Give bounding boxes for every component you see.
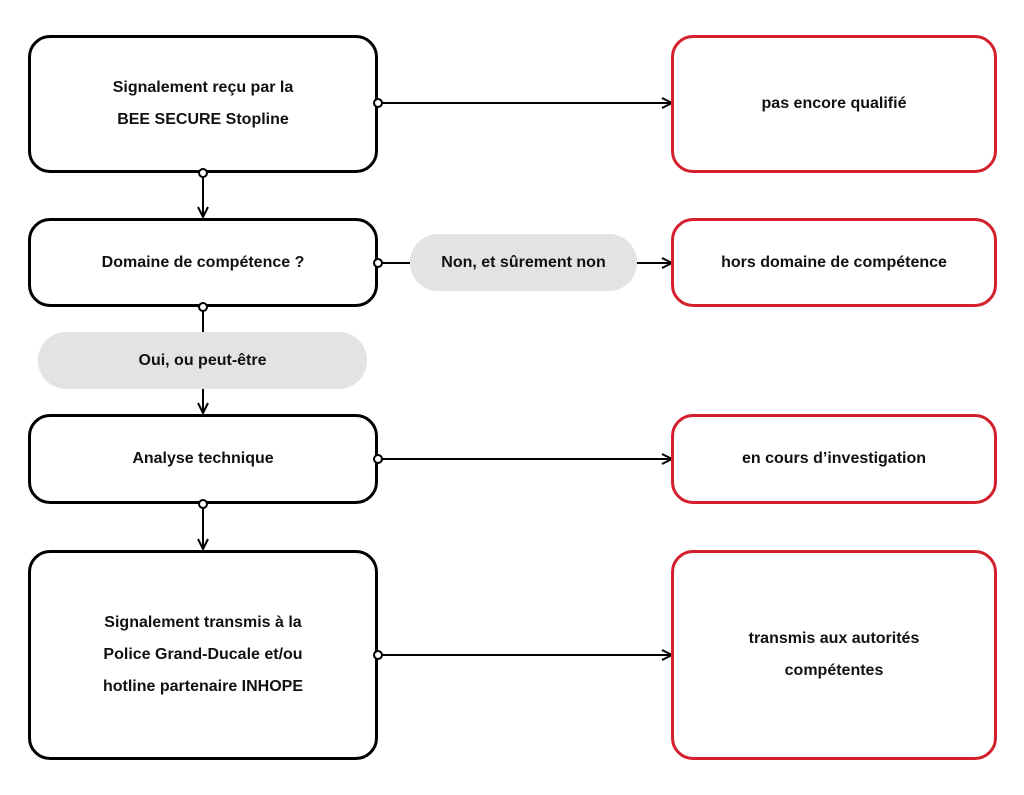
decision-label-no: Non, et sûrement non — [410, 234, 637, 291]
step-report-received: Signalement reçu par la BEE SECURE Stopl… — [28, 35, 378, 173]
step-label-line: Domaine de compétence ? — [101, 253, 305, 271]
outcome-out-of-scope: hors domaine de compétence — [671, 218, 997, 307]
step-competence-question: Domaine de compétence ? — [28, 218, 378, 307]
outcome-label-line: hors domaine de compétence — [721, 253, 947, 271]
outcome-label-line: transmis aux autorités — [748, 630, 920, 647]
outcome-label-line: en cours d’investigation — [741, 450, 927, 467]
step-label-line: hotline partenaire INHOPE — [102, 678, 304, 695]
outcome-label-line: pas encore qualifié — [761, 95, 907, 112]
outcome-under-investigation: en cours d’investigation — [671, 414, 997, 504]
step-technical-analysis: Analyse technique — [28, 414, 378, 504]
step-label-line: Signalement reçu par la — [112, 79, 294, 96]
decision-label-yes: Oui, ou peut-être — [38, 332, 367, 389]
outcome-transmitted-to-authorities: transmis aux autorités compétentes — [671, 550, 997, 760]
outcome-label-line: compétentes — [784, 662, 884, 679]
step-label-line: Analyse technique — [132, 450, 274, 467]
step-report-transmitted: Signalement transmis à la Police Grand-D… — [28, 550, 378, 760]
step-label-line: Police Grand-Ducale et/ou — [103, 646, 303, 663]
step-label-line: BEE SECURE Stopline — [117, 111, 289, 128]
outcome-not-yet-qualified: pas encore qualifié — [671, 35, 997, 173]
step-label-line: Signalement transmis à la — [104, 614, 302, 631]
